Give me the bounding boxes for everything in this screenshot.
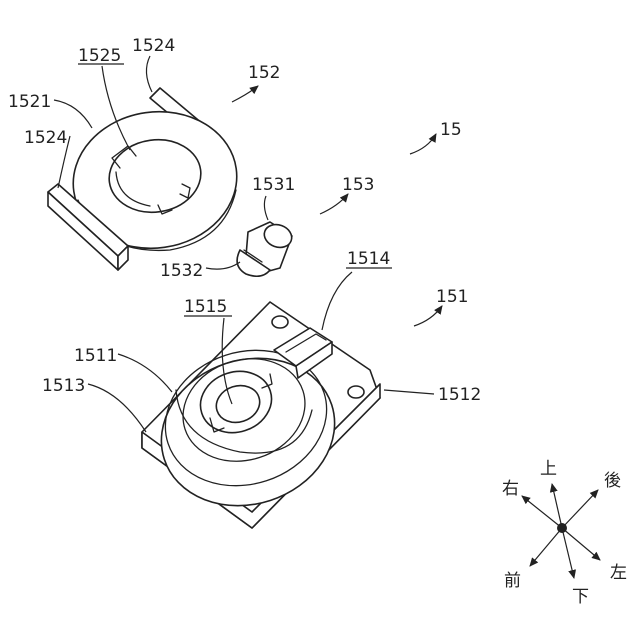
label-1532: 1532: [160, 261, 203, 281]
label-1521: 1521: [8, 92, 51, 112]
label-151: 151: [436, 287, 468, 307]
label-1515: 1515: [184, 297, 227, 317]
label-15: 15: [440, 120, 462, 140]
compass-up: 上: [540, 459, 557, 479]
direction-compass: 上 後 右 前 下 左: [502, 459, 627, 607]
label-1524-left: 1524: [24, 128, 67, 148]
label-1531: 1531: [252, 175, 295, 195]
label-1525: 1525: [78, 46, 121, 66]
ring-component-152: [48, 88, 246, 270]
label-1513: 1513: [42, 376, 85, 396]
compass-left: 左: [610, 563, 627, 583]
base-component-151: [142, 302, 380, 528]
label-1514: 1514: [347, 249, 390, 269]
compass-center: [557, 523, 567, 533]
compass-back: 後: [604, 471, 621, 491]
label-1512: 1512: [438, 385, 481, 405]
pin-component-153: [237, 221, 295, 276]
label-1524-top: 1524: [132, 36, 175, 56]
compass-right: 右: [502, 479, 519, 499]
label-152: 152: [248, 63, 280, 83]
label-153: 153: [342, 175, 374, 195]
label-1511: 1511: [74, 346, 117, 366]
compass-down: 下: [572, 587, 589, 607]
compass-front: 前: [504, 571, 521, 591]
